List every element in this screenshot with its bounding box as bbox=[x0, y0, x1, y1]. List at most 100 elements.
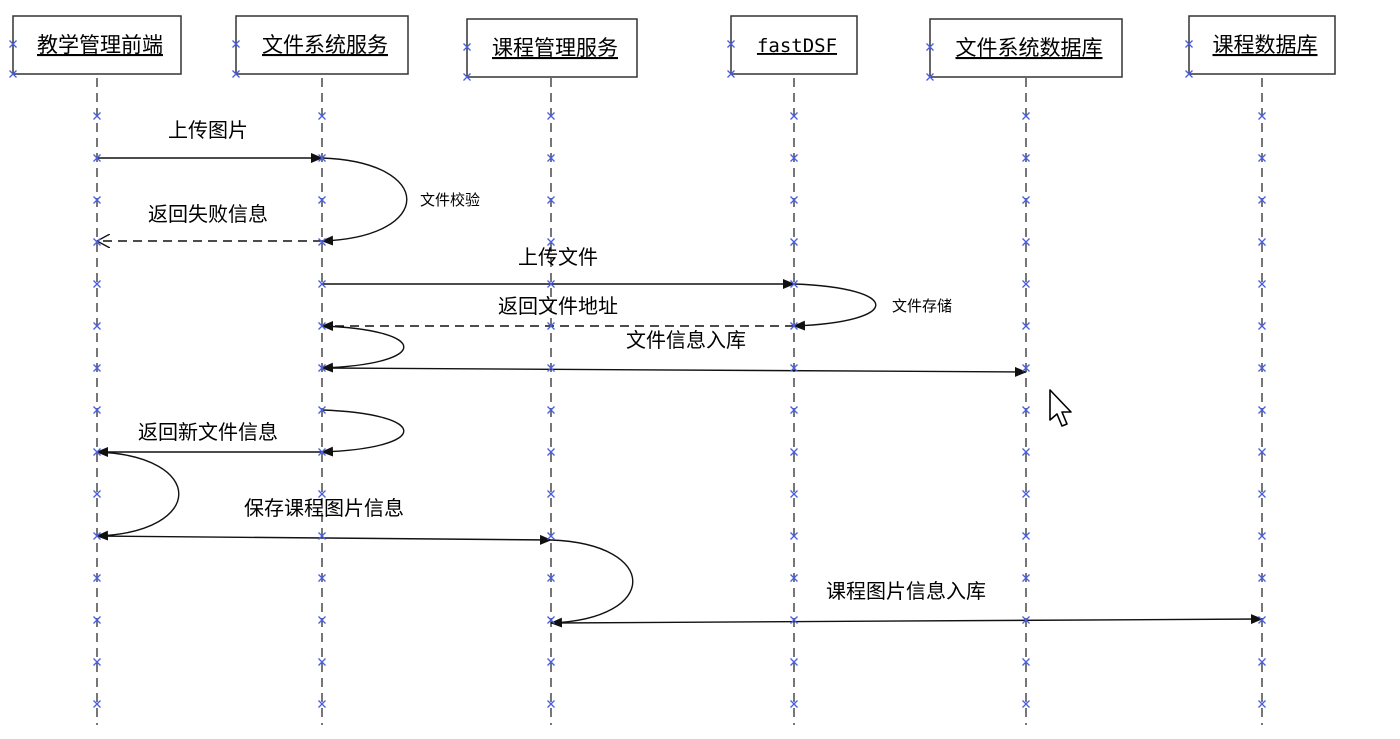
lifeline-anchor-marker bbox=[93, 112, 101, 120]
participant-corner-marker bbox=[926, 43, 934, 51]
participant-corner-marker bbox=[1185, 40, 1193, 48]
participant-box bbox=[929, 18, 1123, 78]
participant-box bbox=[466, 18, 638, 78]
message-8[interactable]: 课程图片信息入库 bbox=[550, 579, 1263, 625]
self-message-curve bbox=[321, 157, 408, 246]
self-message-curve bbox=[321, 325, 405, 373]
participant-coursesvc[interactable]: 课程管理服务 bbox=[466, 18, 638, 78]
lifeline-anchor-marker bbox=[790, 112, 798, 120]
mouse-pointer-icon bbox=[1049, 389, 1072, 427]
lifeline-anchor-marker bbox=[547, 280, 555, 288]
lifeline-anchor-marker bbox=[790, 280, 798, 288]
lifeline-anchor-marker bbox=[93, 280, 101, 288]
participant-corner-marker bbox=[1185, 70, 1193, 78]
self-message-5[interactable] bbox=[96, 451, 180, 541]
lifeline-anchor-marker bbox=[1022, 574, 1030, 582]
message-label: 上传图片 bbox=[168, 118, 248, 142]
lifeline-anchor-marker bbox=[790, 700, 798, 708]
participant-coursedb[interactable]: 课程数据库 bbox=[1188, 15, 1336, 75]
participant-box bbox=[730, 15, 858, 75]
self-message-label: 文件校验 bbox=[420, 191, 480, 209]
lifeline-anchor-marker bbox=[547, 364, 555, 372]
message-label: 上传文件 bbox=[518, 245, 598, 269]
participant-filedb[interactable]: 文件系统数据库 bbox=[929, 18, 1123, 78]
participant-label: 课程数据库 bbox=[1213, 33, 1318, 57]
lifeline-anchor-marker bbox=[547, 658, 555, 666]
lifeline-anchor-marker bbox=[1258, 238, 1266, 246]
lifeline-anchor-marker bbox=[318, 112, 326, 120]
lifeline-anchor-marker bbox=[1258, 448, 1266, 456]
message-arrow bbox=[321, 366, 1027, 377]
message-3[interactable]: 上传文件 bbox=[322, 245, 795, 289]
self-message-label: 文件存储 bbox=[892, 297, 952, 315]
lifeline-anchor-marker bbox=[1258, 700, 1266, 708]
lifeline-anchor-marker bbox=[790, 574, 798, 582]
participant-box bbox=[235, 15, 409, 75]
lifeline-anchor-marker bbox=[1022, 616, 1030, 624]
lifeline-anchor-marker bbox=[1258, 490, 1266, 498]
participant-corner-marker bbox=[463, 73, 471, 81]
lifeline-anchor-marker bbox=[1258, 322, 1266, 330]
message-1[interactable]: 上传图片 bbox=[97, 118, 323, 163]
lifeline-anchor-marker bbox=[318, 658, 326, 666]
self-message-2[interactable]: 文件存储 bbox=[793, 283, 952, 331]
participant-label: 课程管理服务 bbox=[492, 36, 618, 60]
lifeline-anchor-marker bbox=[1258, 112, 1266, 120]
participant-filesvc[interactable]: 文件系统服务 bbox=[235, 15, 409, 75]
lifeline-anchor-marker bbox=[790, 490, 798, 498]
message-6[interactable]: 返回新文件信息 bbox=[96, 420, 322, 457]
message-label: 返回文件地址 bbox=[498, 294, 618, 318]
participant-label: 文件系统服务 bbox=[262, 33, 388, 57]
lifeline-anchor-marker bbox=[1022, 364, 1030, 372]
message-5[interactable]: 文件信息入库 bbox=[321, 328, 1027, 377]
participant-fastdsf[interactable]: fastDSF bbox=[730, 15, 858, 75]
message-2[interactable]: 返回失败信息 bbox=[97, 202, 322, 241]
participant-label: 教学管理前端 bbox=[37, 33, 163, 57]
participant-corner-marker bbox=[232, 70, 240, 78]
self-message-curve bbox=[321, 409, 405, 457]
participant-corner-marker bbox=[463, 43, 471, 51]
lifeline-anchor-marker bbox=[1022, 322, 1030, 330]
lifeline-anchor-marker bbox=[547, 616, 555, 624]
self-message-3[interactable] bbox=[321, 325, 405, 373]
lifeline-anchor-marker bbox=[1258, 364, 1266, 372]
lifeline-anchor-marker bbox=[318, 490, 326, 498]
lifeline-anchor-marker bbox=[790, 196, 798, 204]
lifeline-anchor-marker bbox=[1258, 154, 1266, 162]
message-label: 文件信息入库 bbox=[626, 328, 746, 352]
self-message-1[interactable]: 文件校验 bbox=[321, 157, 480, 246]
lifeline-anchor-marker bbox=[1022, 154, 1030, 162]
participant-frontend[interactable]: 教学管理前端 bbox=[12, 15, 182, 75]
lifeline-anchor-marker bbox=[93, 532, 101, 540]
lifeline-anchor-marker bbox=[318, 280, 326, 288]
self-message-4[interactable] bbox=[321, 409, 405, 457]
lifeline-anchor-marker bbox=[547, 112, 555, 120]
participant-corner-marker bbox=[926, 73, 934, 81]
lifeline-anchor-marker bbox=[318, 154, 326, 162]
lifeline-anchor-marker bbox=[1258, 196, 1266, 204]
participant-label: fastDSF bbox=[757, 35, 837, 57]
participant-corner-marker bbox=[232, 40, 240, 48]
lifeline-anchor-marker bbox=[1022, 532, 1030, 540]
message-label: 保存课程图片信息 bbox=[244, 496, 404, 520]
participant-box bbox=[1188, 15, 1336, 75]
self-message-6[interactable] bbox=[550, 539, 634, 628]
lifeline-anchor-marker bbox=[790, 532, 798, 540]
participant-label: 文件系统数据库 bbox=[956, 36, 1103, 60]
lifeline-anchor-marker bbox=[1022, 490, 1030, 498]
lifeline-anchor-marker bbox=[547, 448, 555, 456]
lifeline-anchor-marker bbox=[790, 322, 798, 330]
lifeline-anchor-marker bbox=[790, 448, 798, 456]
lifeline-anchor-marker bbox=[318, 574, 326, 582]
message-label: 返回新文件信息 bbox=[138, 420, 278, 444]
self-message-curve bbox=[96, 451, 180, 541]
lifeline-anchor-marker bbox=[547, 238, 555, 246]
lifeline-anchor-marker bbox=[318, 406, 326, 414]
message-arrow bbox=[550, 614, 1263, 625]
message-4[interactable]: 返回文件地址 bbox=[321, 294, 794, 331]
lifeline-anchor-marker bbox=[93, 490, 101, 498]
message-7[interactable]: 保存课程图片信息 bbox=[96, 496, 552, 545]
lifeline-anchor-marker bbox=[318, 238, 326, 246]
lifeline-anchor-marker bbox=[1022, 658, 1030, 666]
